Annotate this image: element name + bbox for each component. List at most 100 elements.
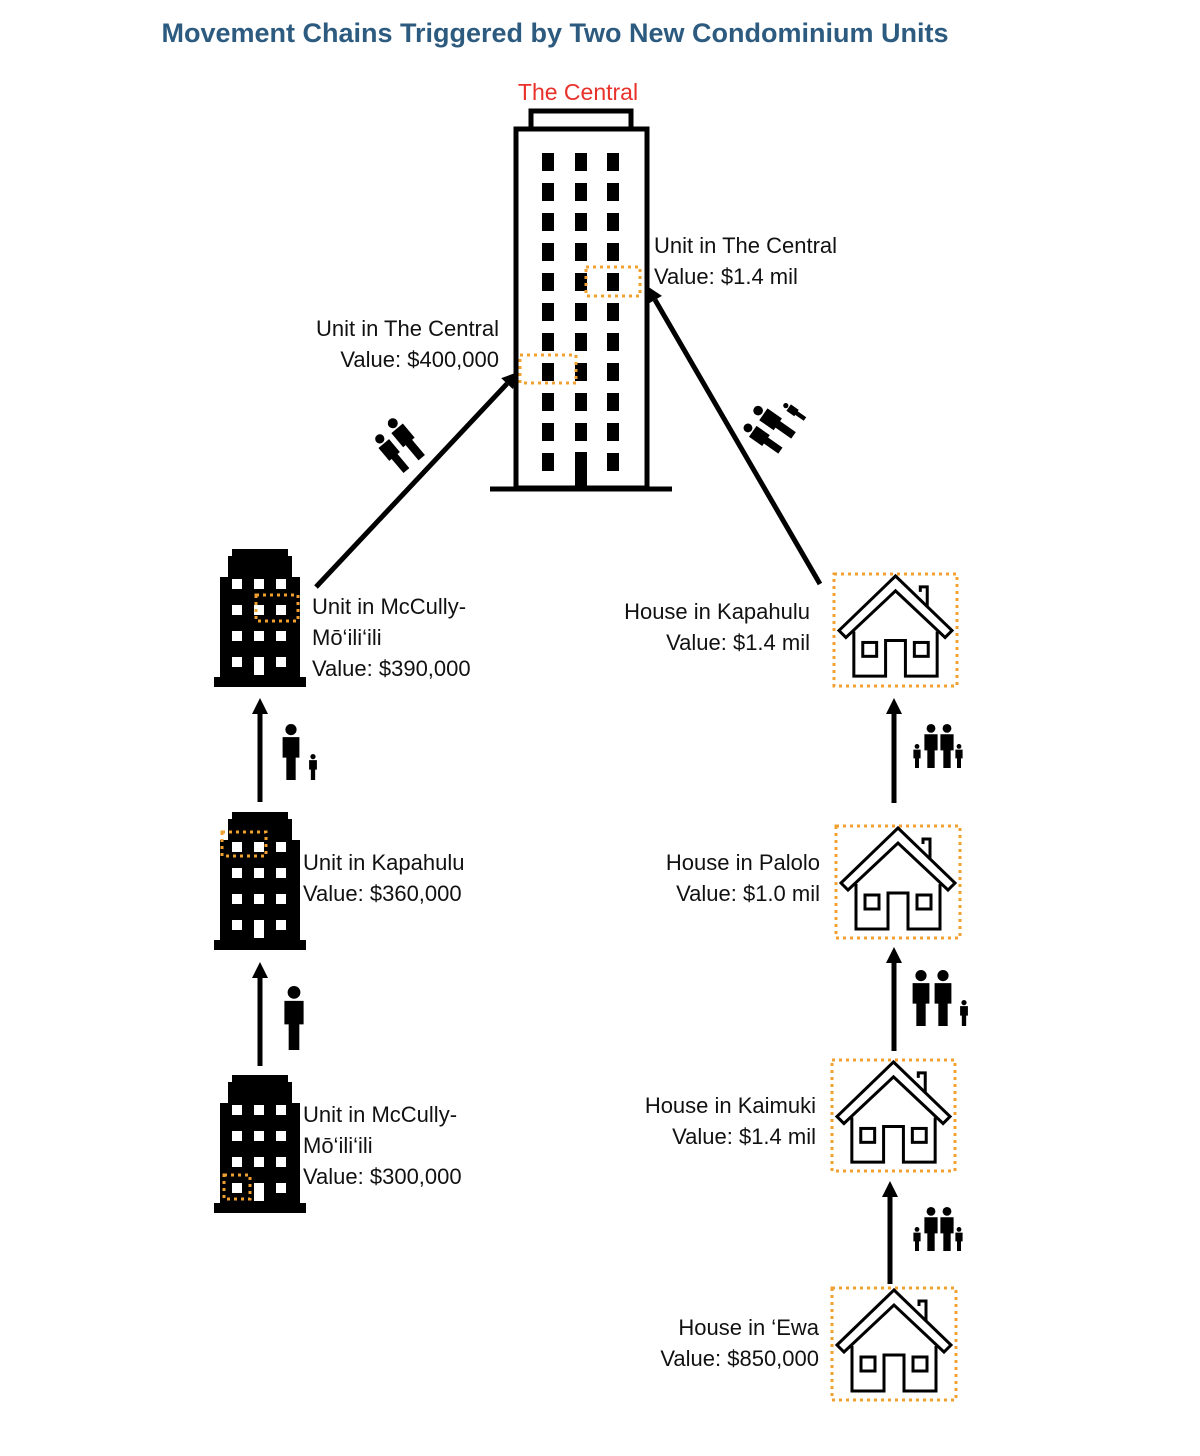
tower-window [575,423,587,441]
label-line: Mō‘ili‘ili [303,1133,373,1158]
label-palolo-house: House in Palolo Value: $1.0 mil [666,847,820,909]
house-window [910,1126,928,1144]
label-kaimuki-house: House in Kaimuki Value: $1.4 mil [645,1090,816,1152]
building-window [276,1105,286,1115]
house-window [915,893,933,911]
house-window [859,1126,877,1144]
tower-window [575,303,587,321]
tower-window [607,243,619,261]
tower-window [607,333,619,351]
person-body [284,1000,304,1050]
diagram-title: Movement Chains Triggered by Two New Con… [161,18,949,48]
person-body [309,760,317,780]
person-head [942,724,952,733]
label-value: Value: $1.4 mil [654,264,798,289]
person-body [912,983,930,1026]
arrow-left-2 [252,698,268,802]
house-kapahulu [832,572,959,688]
highlight-house [830,1058,957,1173]
tower-window [607,423,619,441]
arrow-head [882,1181,898,1197]
label-line: House in Kaimuki [644,1093,816,1118]
house-roof [834,1287,954,1355]
house-walls [850,1117,937,1164]
label-value: Value: $400,000 [340,347,499,372]
house-chimney [916,1071,927,1106]
building-window [254,1157,264,1167]
arrow-right-2 [886,947,902,1051]
label-line: Unit in McCully- [303,1102,458,1127]
arrow-head [252,962,268,978]
building-window [254,1131,264,1141]
building-door [254,1183,264,1201]
label-line: House in Kapahulu [624,599,810,624]
label-value: Value: $850,000 [660,1346,819,1371]
person-head [942,1207,952,1216]
arrow-right-3 [886,698,902,803]
label-line: Unit in The Central [315,316,499,341]
building-window [232,868,242,878]
person-head [285,724,297,736]
person-body [960,1006,968,1026]
person-body [913,749,921,768]
tower-icon [490,108,672,492]
label-kapahulu-unit: Unit in Kapahulu Value: $360,000 [303,847,464,909]
building-window [276,605,286,615]
person-head [783,402,789,409]
apartment-building-mccully-1 [214,1075,306,1213]
person-body [955,1232,963,1251]
arrow-shaft [652,298,823,586]
building-window [232,1183,242,1193]
arrow-head [501,372,518,390]
tower-window [575,393,587,411]
person-body [940,1217,954,1251]
tower-window [575,153,587,171]
building-window [254,842,264,852]
person-body [378,439,410,474]
building-window [276,894,286,904]
label-mccully-unit-1: Unit in McCully- Mō‘ili‘ili Value: $300,… [303,1099,462,1192]
person-body [924,734,938,768]
arrow-head [647,286,662,304]
person-head [961,1000,967,1006]
tower-window [607,213,619,231]
tower-window [575,333,587,351]
house-walls [852,631,939,678]
highlight-unit-left [518,353,578,385]
building-window [276,657,286,667]
person-head [310,754,316,760]
arrow-head [252,698,268,714]
label-value: Value: $300,000 [303,1164,462,1189]
house-kaimuki [830,1058,957,1173]
label-line: House in Palolo [665,850,820,875]
arrow-shaft [314,381,509,589]
tower-window [542,183,554,201]
building-window [232,605,242,615]
house-palolo [834,824,962,940]
house-ewa [830,1286,958,1402]
building-window [232,894,242,904]
family-icon [913,1207,963,1251]
family-icon [743,402,807,454]
highlight-unit [222,1173,252,1201]
tower-window [607,393,619,411]
building-window [276,868,286,878]
label-line: Mō‘ili‘ili [312,625,382,650]
parent-child-icon [282,724,317,780]
tower-window [542,423,554,441]
person-body [759,408,796,439]
building-window [232,657,242,667]
tower-window [542,273,554,291]
arrow-head [886,947,902,963]
tower-window [542,363,554,381]
house-roof [834,1059,953,1126]
house-roof [836,573,955,640]
person-head [914,1227,920,1232]
house-roof [838,825,958,893]
building-window [254,579,264,589]
family-icon [912,970,968,1026]
tower-window [542,333,554,351]
highlight-house [830,1286,958,1402]
tower-label: The Central [517,79,639,105]
